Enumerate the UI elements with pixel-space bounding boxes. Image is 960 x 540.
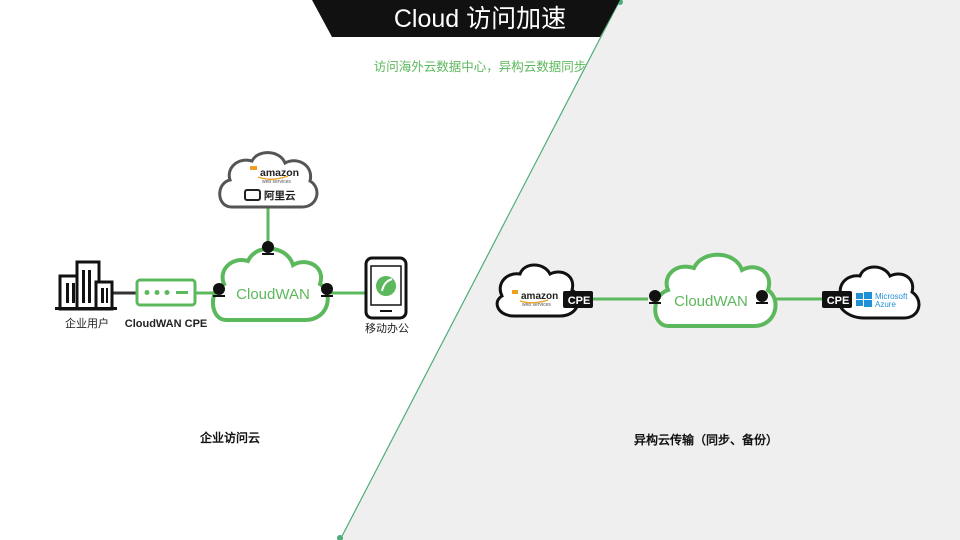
right-panel-background <box>340 0 960 540</box>
node-icon-right <box>321 283 333 297</box>
cloudwan-label-right: CloudWAN <box>674 293 748 310</box>
cloudwan-cpe-label: CloudWAN CPE <box>125 318 208 330</box>
amazon-cube-icon-right <box>512 290 518 294</box>
aws-logo-subtext: web services <box>522 302 551 308</box>
cloudwan-label-left: CloudWAN <box>236 286 310 303</box>
left-diagram-caption: 企业访问云 <box>199 430 260 445</box>
vcpe-tag-left: CPE <box>563 291 593 308</box>
divider-end-dot <box>337 535 343 540</box>
node-icon-right-b <box>756 290 768 304</box>
mobile-phone-icon <box>364 256 408 320</box>
vcpe-tag-left-text: CPE <box>568 295 591 307</box>
cloudwan-cloud-left: CloudWAN <box>211 246 330 322</box>
aws-logo-text: amazon <box>521 291 558 302</box>
amazon-logo-text: amazon <box>260 167 299 179</box>
aliyun-logo-text: 阿里云 <box>264 190 296 202</box>
page-title: Cloud 访问加速 <box>394 5 566 33</box>
cloudwan-cloud-right: CloudWAN <box>653 252 778 328</box>
azure-logo-line2: Azure <box>875 300 896 309</box>
cloudwan-cpe-device-icon <box>135 278 197 307</box>
right-diagram-caption: 异构云传输（同步、备份） <box>634 432 778 447</box>
amazon-cube-icon <box>250 166 257 170</box>
enterprise-user-label: 企业用户 <box>65 316 109 330</box>
node-icon-top <box>262 241 274 255</box>
amazon-smile-icon <box>257 175 289 180</box>
amazon-logo-subtext: web services <box>262 179 291 185</box>
header-banner <box>312 0 620 37</box>
node-icon-left <box>213 283 225 297</box>
amazon-smile-icon-right <box>519 299 549 304</box>
enterprise-building-icon <box>55 260 117 311</box>
mobile-office-label: 移动办公 <box>365 322 409 335</box>
azure-logo-line1: Microsoft <box>875 292 908 301</box>
diagonal-divider <box>339 0 621 540</box>
page-subtitle: 访问海外云数据中心，异构云数据同步 <box>374 59 587 74</box>
aliyun-logo-icon <box>244 189 261 201</box>
node-icon-right-a <box>649 290 661 304</box>
public-cloud-icon: amazon web services 阿里云 <box>218 151 319 209</box>
windows-logo-icon <box>856 292 872 307</box>
vcpe-tag-right: CPE <box>822 291 852 308</box>
vcpe-tag-right-text: CPE <box>827 295 850 307</box>
